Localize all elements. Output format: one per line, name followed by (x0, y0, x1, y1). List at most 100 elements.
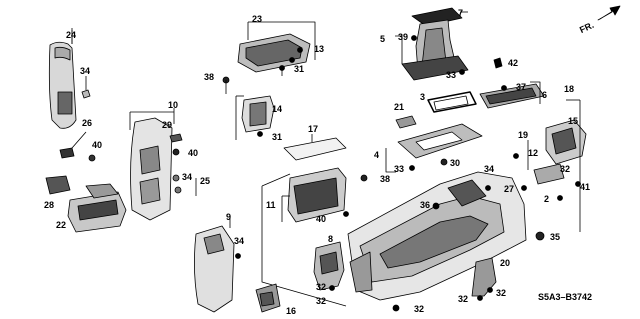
callout-23: 23 (252, 14, 263, 24)
part-35-screw (535, 231, 545, 241)
callout-32-a: 32 (560, 164, 571, 174)
callout-34-b: 34 (182, 172, 193, 182)
callout-19: 19 (518, 130, 529, 140)
part-13-screw (289, 47, 303, 63)
part-29-clip (169, 133, 183, 143)
part-40-screw-b (172, 148, 180, 156)
callout-40-b: 40 (188, 148, 199, 158)
part-36-clip (432, 202, 440, 210)
part-38-bolt-a (222, 76, 230, 94)
part-34-clip-d (235, 253, 241, 259)
callout-31-a: 31 (294, 64, 305, 74)
callout-26: 26 (82, 118, 93, 128)
diagram-code: S5A3–B3742 (538, 292, 593, 302)
part-15-rear-trim (545, 119, 587, 165)
part-17-plate (283, 134, 347, 161)
callout-34-a: 34 (80, 66, 91, 76)
callout-32-d: 32 (414, 304, 425, 314)
callout-14: 14 (272, 104, 283, 114)
callout-32-e: 32 (458, 294, 469, 304)
front-direction-arrow-icon (597, 5, 621, 21)
callout-12: 12 (528, 148, 539, 158)
callout-34-c: 34 (484, 164, 495, 174)
part-16-bracket (255, 283, 281, 313)
callout-38-a: 38 (204, 72, 215, 82)
callout-15: 15 (568, 116, 579, 126)
part-32-bolt-a (329, 285, 335, 291)
callout-16: 16 (286, 306, 297, 316)
callout-7: 7 (458, 8, 464, 18)
part-11-pocket (281, 167, 347, 223)
part-14-hinge-bracket (235, 95, 275, 140)
callout-27: 27 (504, 184, 515, 194)
part-33-clip-b (409, 165, 415, 171)
callout-8: 8 (328, 234, 334, 244)
part-1-console-body (261, 99, 581, 307)
part-40-screw-a (88, 154, 96, 162)
callout-33-b: 33 (394, 164, 405, 174)
part-33-clip-a (459, 69, 465, 75)
part-30-screw (440, 158, 448, 166)
callout-11: 11 (266, 200, 276, 210)
callout-18: 18 (564, 84, 575, 94)
part-4-shift-panel (385, 123, 483, 173)
callout-36: 36 (420, 200, 431, 210)
callout-34-d: 34 (234, 236, 245, 246)
part-34-clip-c (485, 185, 491, 191)
part-19-clip (513, 153, 519, 159)
callout-33-a: 33 (446, 70, 457, 80)
callout-3: 3 (420, 92, 426, 102)
callout-32-b: 32 (316, 282, 327, 292)
callout-13: 13 (314, 44, 325, 54)
part-22-storage-tray (67, 183, 127, 233)
part-24-side-cover (48, 28, 77, 129)
part-26-cap (59, 131, 87, 159)
part-38-bolt-b (360, 174, 368, 182)
part-41-screw (575, 181, 581, 187)
callout-22: 22 (56, 220, 67, 230)
callout-40-a: 40 (92, 140, 103, 150)
callout-38-b: 38 (380, 174, 391, 184)
callout-21: 21 (394, 102, 405, 112)
callout-28: 28 (44, 200, 55, 210)
part-5-shift-boot (395, 7, 469, 81)
part-31-screw-upper (279, 65, 285, 76)
callout-25: 25 (200, 176, 211, 186)
part-6-pocket (479, 81, 545, 109)
callout-17: 17 (308, 124, 319, 134)
part-42-nut (493, 57, 503, 69)
part-8-bracket (313, 241, 345, 291)
callout-35: 35 (550, 232, 561, 242)
callout-32-f: 32 (496, 288, 507, 298)
callout-41: 41 (580, 182, 591, 192)
callout-30: 30 (450, 158, 461, 168)
part-34-clip-b (172, 174, 197, 196)
callout-5: 5 (380, 34, 386, 44)
callout-6: 6 (542, 90, 548, 100)
callout-42: 42 (508, 58, 519, 68)
callout-32-c: 32 (316, 296, 327, 306)
callout-4: 4 (374, 150, 380, 160)
callout-40-c: 40 (316, 214, 327, 224)
part-12-cover (527, 140, 565, 185)
callout-39: 39 (398, 32, 409, 42)
part-23-console-lid (237, 21, 316, 73)
part-37-clip (501, 85, 507, 91)
callout-2: 2 (544, 194, 550, 204)
part-34-clip-a (81, 76, 91, 99)
callout-24: 24 (66, 30, 77, 40)
part-32-bolt-b (392, 304, 400, 312)
part-9-side-panel (194, 218, 235, 313)
part-39-clip (411, 35, 417, 41)
callout-37: 37 (516, 82, 527, 92)
part-21-cap (395, 115, 417, 129)
part-27-screw (521, 185, 527, 191)
callout-20: 20 (500, 258, 511, 268)
part-28-lid (45, 175, 71, 195)
callout-9: 9 (226, 212, 232, 222)
part-3-trim-ring (427, 91, 477, 113)
part-31-screw-lower (257, 131, 263, 137)
part-10-side-panel (129, 108, 175, 221)
